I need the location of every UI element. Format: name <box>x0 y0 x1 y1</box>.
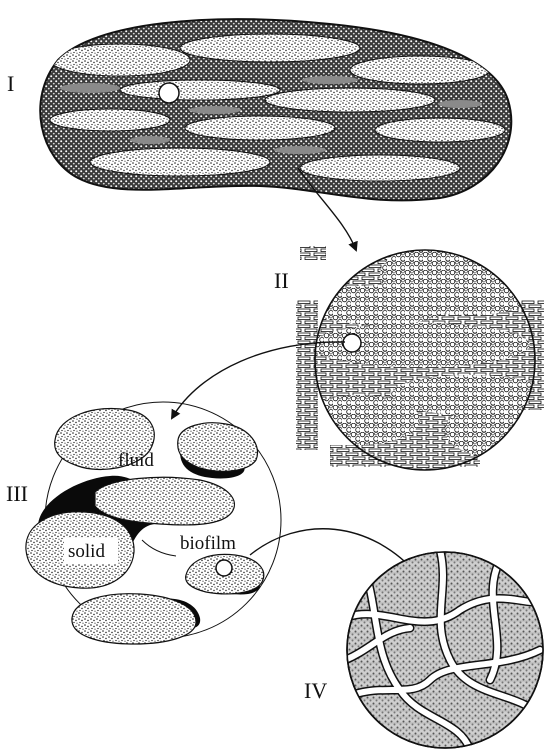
scale-label-ii: II <box>274 268 289 293</box>
biofilm-microscale-view <box>340 550 547 750</box>
aquifer-focus-point <box>159 83 179 103</box>
sample-focus-point <box>343 334 361 352</box>
phase-label-fluid: fluid <box>118 450 154 471</box>
scale-label-iii: III <box>6 481 28 506</box>
phase-label-solid: solid <box>68 541 105 562</box>
pore-focus-point <box>216 560 232 576</box>
aquifer-body <box>40 19 511 200</box>
scale-label-iv: IV <box>304 678 327 703</box>
solid-grain-bottom <box>72 594 196 644</box>
scale-label-i: I <box>7 71 14 96</box>
biofilm-leader-line <box>142 540 176 556</box>
phase-label-biofilm: biofilm <box>180 533 236 554</box>
grain-scale-sample <box>296 235 547 470</box>
solid-grain-middle <box>95 477 234 525</box>
pore-scale-view <box>26 402 281 644</box>
